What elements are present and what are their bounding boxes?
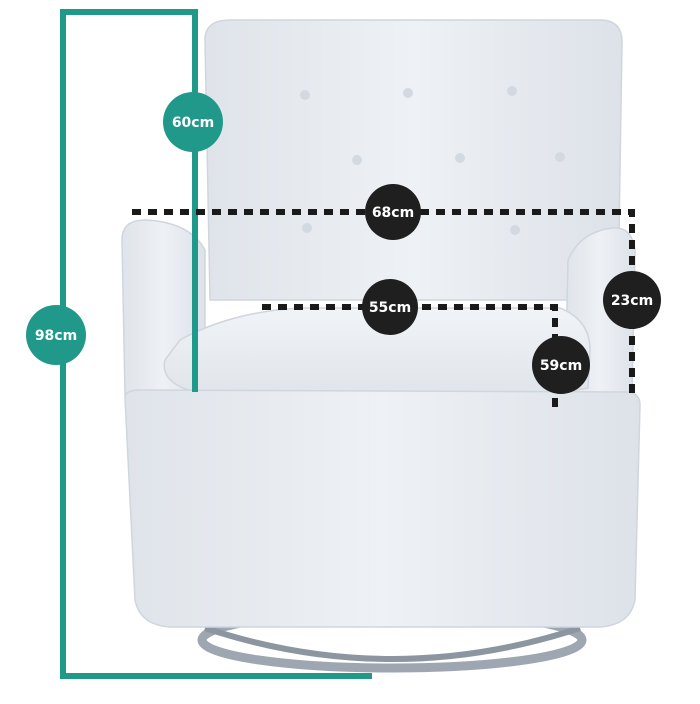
backrest-height-label: 60cm [172, 115, 214, 131]
seat-width-label: 55cm [369, 300, 411, 316]
height-markers: 60cm 98cm [26, 9, 372, 679]
seat-width-badge: 55cm [362, 279, 418, 335]
overall-width-badge: 68cm [365, 184, 421, 240]
chair-illustration [121, 19, 641, 673]
armrest-height-label: 23cm [611, 293, 653, 309]
seat-depth-badge: 59cm [532, 336, 590, 394]
seat-depth-label: 59cm [540, 358, 582, 374]
overall-height-badge: 98cm [26, 305, 86, 365]
overall-width-line [132, 209, 635, 400]
width-badges: 68cm 55cm 23cm 59cm [362, 184, 661, 394]
overall-height-label: 98cm [35, 328, 77, 344]
chair-base [124, 389, 641, 628]
overall-width-label: 68cm [372, 205, 414, 221]
armrest-height-badge: 23cm [603, 271, 661, 329]
swivel-base-front [204, 625, 581, 662]
backrest-height-badge: 60cm [163, 92, 223, 152]
seat-cushion [163, 307, 591, 400]
